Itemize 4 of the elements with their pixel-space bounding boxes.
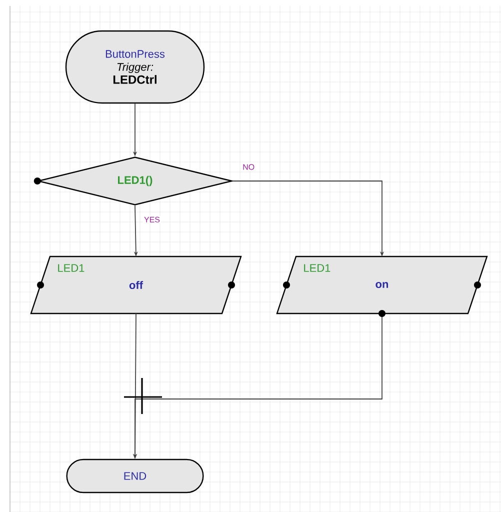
data-parallelogram: LED1 on	[276, 256, 488, 314]
data-parallelogram: LED1 off	[30, 256, 242, 314]
edge-label: NO	[242, 163, 256, 171]
end-terminator: END	[66, 458, 204, 494]
